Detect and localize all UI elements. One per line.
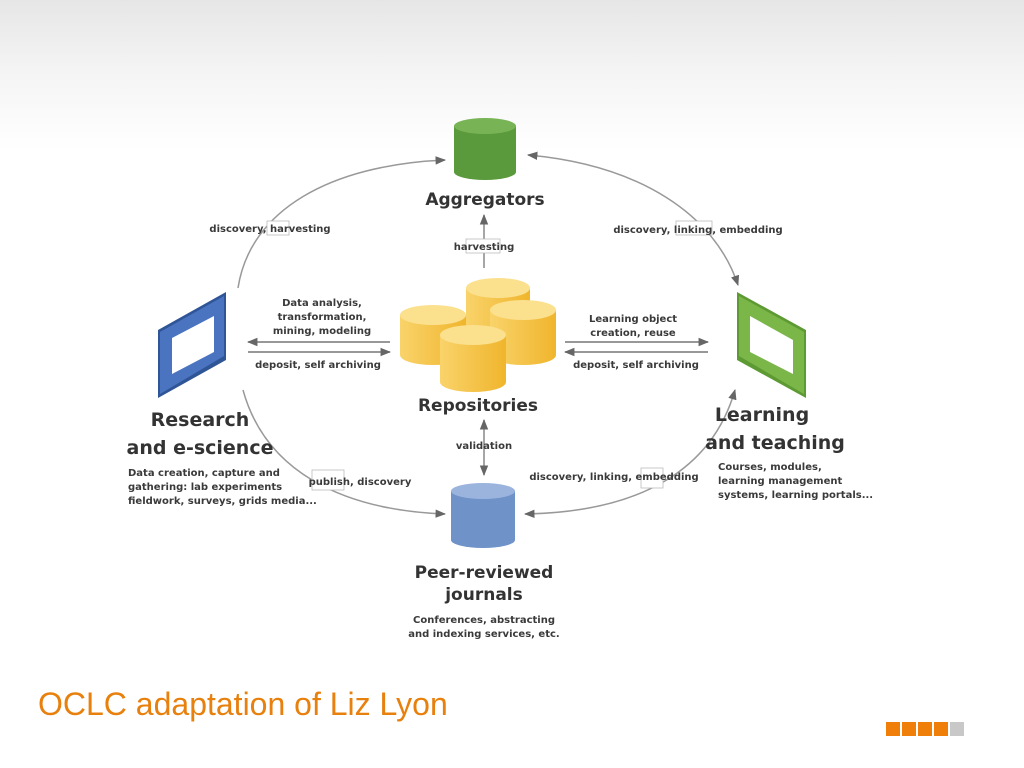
learning-desc-line2: learning management [718, 476, 842, 487]
learning-frame-icon [737, 292, 806, 398]
journals-title-line2: journals [444, 585, 523, 605]
square-5 [950, 722, 964, 736]
arc-aggregators-learning [526, 151, 740, 286]
edge-repositories-aggregators: harvesting [454, 242, 515, 253]
learning-title-line1: Learning [715, 404, 809, 426]
progress-squares [886, 722, 964, 736]
edge-learning-journals: discovery, linking, embedding [529, 472, 698, 483]
journals-title-line1: Peer-reviewed [415, 563, 554, 583]
square-1 [886, 722, 900, 736]
edge-repositories-learning-line1: Learning object [589, 314, 677, 325]
arc-research-aggregators [237, 156, 447, 289]
journals-desc-line2: and indexing services, etc. [408, 629, 559, 640]
aggregators-title: Aggregators [425, 190, 544, 210]
slide-caption: OCLC adaptation of Liz Lyon [38, 686, 448, 722]
aggregators-cylinder [454, 118, 516, 180]
repositories-title: Repositories [418, 396, 538, 416]
edge-repositories-learning-line2: creation, reuse [590, 328, 676, 339]
journals-desc-line1: Conferences, abstracting [413, 615, 555, 626]
research-title-line1: Research [151, 409, 250, 431]
edge-repositories-research-line2: transformation, [278, 312, 367, 323]
square-2 [902, 722, 916, 736]
research-desc-line1: Data creation, capture and [128, 468, 280, 479]
edge-repositories-research-line3: mining, modeling [273, 326, 371, 337]
edge-repositories-journals: validation [456, 441, 512, 452]
edge-aggregators-learning: discovery, linking, embedding [613, 225, 782, 236]
journals-cylinder [451, 483, 515, 548]
learning-title-line2: and teaching [705, 432, 845, 454]
edge-learning-repositories: deposit, self archiving [573, 360, 699, 371]
square-3 [918, 722, 932, 736]
edge-research-repositories: deposit, self archiving [255, 360, 381, 371]
arc-learning-journals [523, 388, 737, 519]
research-title-line2: and e-science [127, 437, 274, 459]
research-desc-line2: gathering: lab experiments [128, 482, 282, 493]
edge-research-journals: publish, discovery [309, 477, 412, 488]
edge-repositories-research-line1: Data analysis, [282, 298, 362, 309]
research-desc-line3: fieldwork, surveys, grids media... [128, 496, 317, 507]
repositories-cylinders [400, 278, 556, 392]
learning-desc-line1: Courses, modules, [718, 462, 822, 473]
research-frame-icon [158, 292, 226, 398]
edge-research-aggregators: discovery, harvesting [209, 224, 330, 235]
learning-desc-line3: systems, learning portals... [718, 490, 873, 501]
square-4 [934, 722, 948, 736]
